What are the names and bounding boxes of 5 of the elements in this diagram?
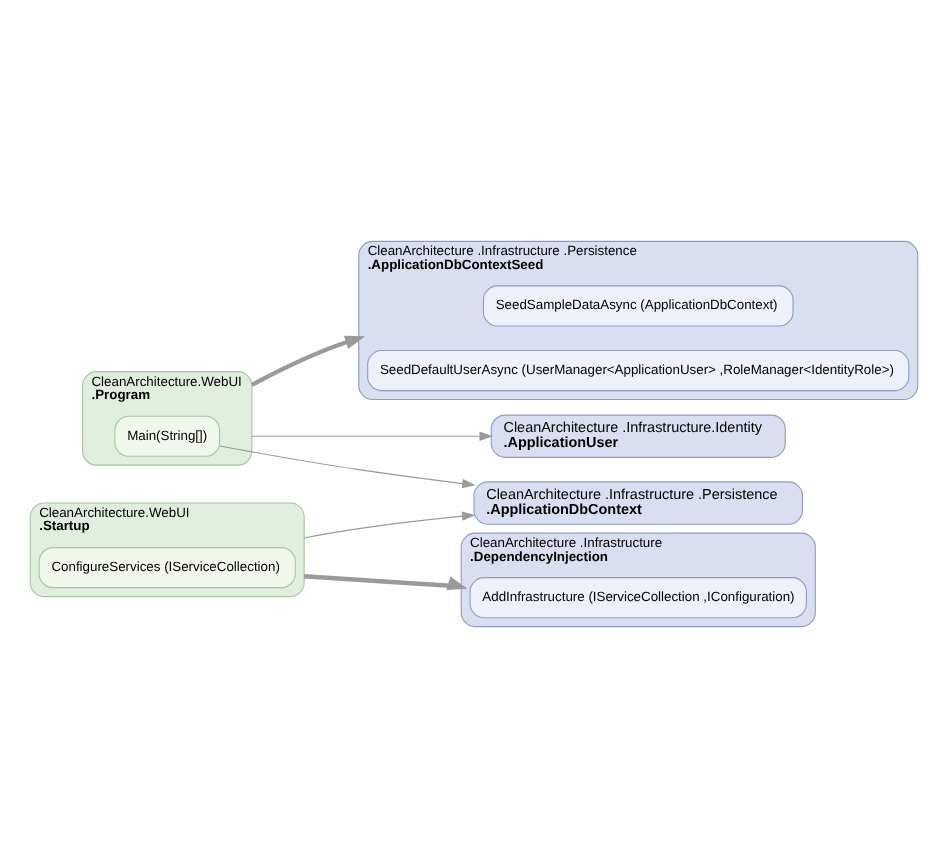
arrow xyxy=(250,334,366,386)
arrow xyxy=(219,444,476,488)
arrow xyxy=(303,510,476,538)
arrow xyxy=(304,573,468,590)
arrow xyxy=(251,430,493,440)
